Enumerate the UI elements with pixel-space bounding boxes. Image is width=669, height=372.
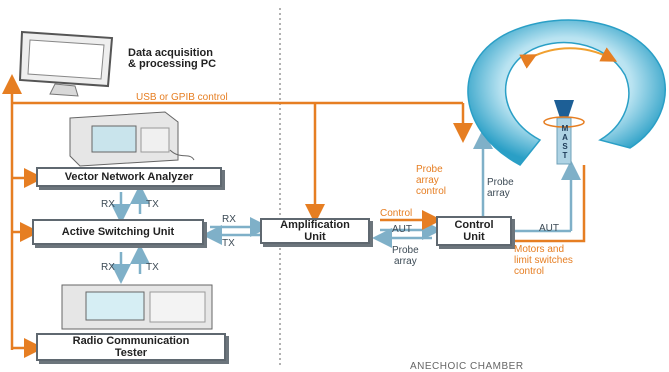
aut-label-1: AUT xyxy=(392,224,412,235)
rct-device-icon xyxy=(61,284,213,330)
asu-box-label: Active Switching Unit xyxy=(61,226,175,238)
rct-box-label: Radio Communication Tester xyxy=(72,335,190,359)
active-switching-unit-box: Active Switching Unit xyxy=(32,219,204,245)
probe-array-label-1: Probe array xyxy=(392,245,419,267)
rct-box: Radio Communication Tester xyxy=(36,333,226,361)
anechoic-chamber-label: ANECHOIC CHAMBER xyxy=(410,361,524,372)
rx-label-2: RX xyxy=(222,214,236,225)
motors-label: Motors and limit switches control xyxy=(514,244,573,277)
rx-label-1: RX xyxy=(101,199,115,210)
mast-icon xyxy=(543,100,585,165)
vna-box-label: Vector Network Analyzer xyxy=(64,171,194,183)
pc-monitor-icon xyxy=(18,30,114,97)
amplification-unit-box: Amplification Unit xyxy=(260,218,370,244)
pc-control-bus xyxy=(2,74,473,358)
probe-array-label-2: Probe array xyxy=(487,177,514,199)
motors-line xyxy=(508,165,586,243)
tx-label-3: TX xyxy=(146,262,159,273)
amp-box-label: Amplification Unit xyxy=(280,219,350,243)
probe-array-control-label: Probe array control xyxy=(416,164,447,197)
vna-box: Vector Network Analyzer xyxy=(36,167,222,187)
positioner-ring-icon xyxy=(467,19,666,166)
tx-label-2: TX xyxy=(222,238,235,249)
control-unit-box: Control Unit xyxy=(436,216,512,246)
pc-label: Data acquisition & processing PC xyxy=(128,47,217,70)
mast-label: MAST xyxy=(561,124,569,160)
usb-control-label: USB or GPIB control xyxy=(136,92,228,103)
tx-label-1: TX xyxy=(146,199,159,210)
rx-tx-arrows xyxy=(111,129,581,284)
vna-device-icon xyxy=(69,111,195,167)
control-label: Control xyxy=(380,208,413,219)
rx-label-3: RX xyxy=(101,262,115,273)
control-unit-label: Control Unit xyxy=(454,219,494,243)
aut-label-2: AUT xyxy=(539,223,559,234)
